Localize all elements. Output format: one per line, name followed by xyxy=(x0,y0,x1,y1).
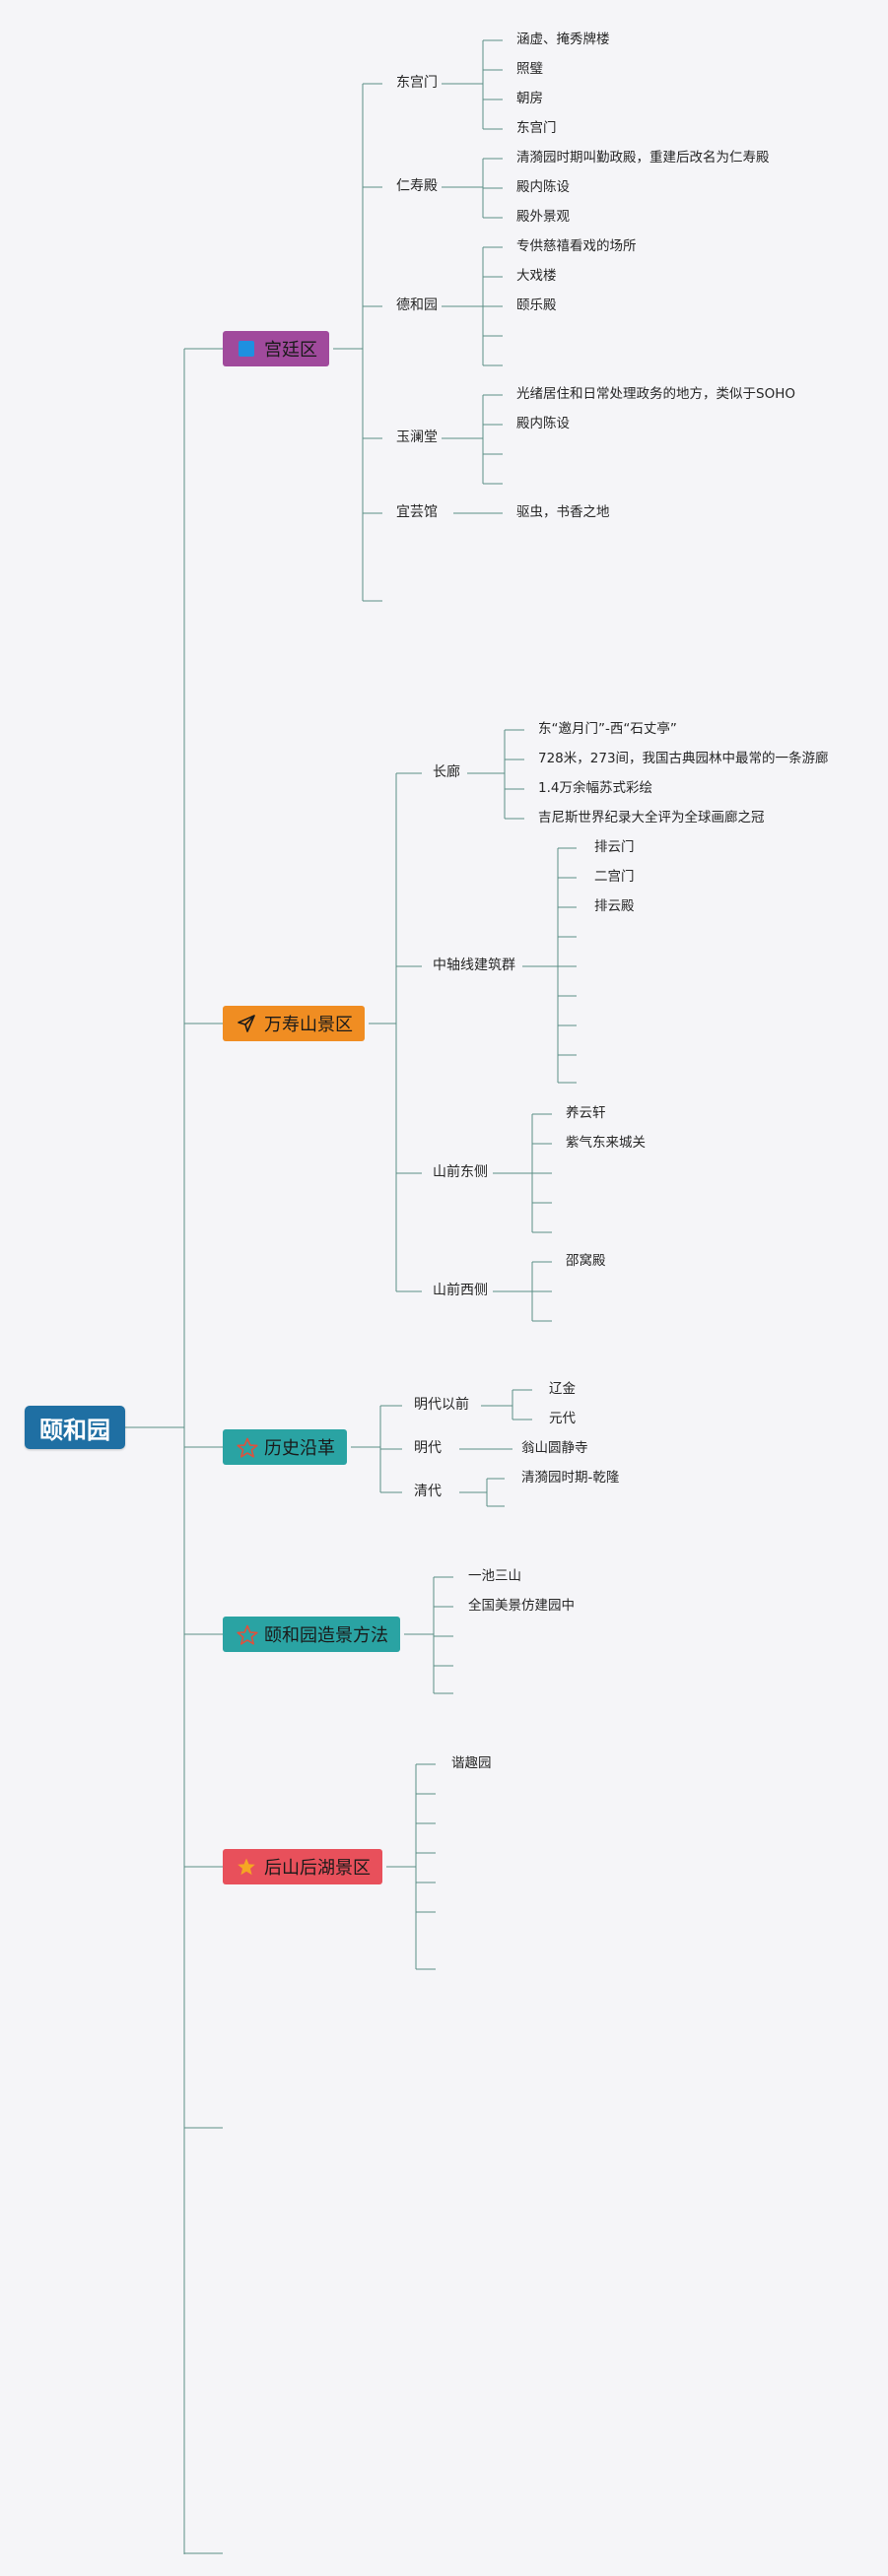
node-long-corridor[interactable]: 长廊 xyxy=(433,764,460,780)
category-back-hill-lake[interactable]: 后山后湖景区 xyxy=(223,1849,382,1884)
leaf[interactable]: 翁山圆静寺 xyxy=(521,1440,588,1456)
leaf[interactable]: 殿内陈设 xyxy=(516,416,570,431)
category-label: 宫廷区 xyxy=(264,340,317,361)
leaf[interactable]: 1.4万余幅苏式彩绘 xyxy=(538,780,652,796)
leaf[interactable]: 全国美景仿建园中 xyxy=(468,1598,575,1614)
node-renshou-hall[interactable]: 仁寿殿 xyxy=(396,178,438,194)
star-icon xyxy=(237,1857,256,1877)
leaf[interactable]: 专供慈禧看戏的场所 xyxy=(516,238,637,254)
node-qing-dynasty[interactable]: 清代 xyxy=(414,1484,442,1499)
leaf[interactable]: 谐趣园 xyxy=(451,1755,492,1771)
leaf[interactable]: 涵虚、掩秀牌楼 xyxy=(516,32,610,47)
leaf[interactable]: 吉尼斯世界纪录大全评为全球画廊之冠 xyxy=(538,810,765,826)
leaf[interactable]: 养云轩 xyxy=(566,1105,606,1121)
star-outline-icon xyxy=(237,1437,258,1458)
leaf[interactable]: 元代 xyxy=(549,1411,576,1426)
root-node[interactable]: 颐和园 xyxy=(25,1406,125,1449)
node-central-axis[interactable]: 中轴线建筑群 xyxy=(433,958,515,973)
leaf[interactable]: 朝房 xyxy=(516,91,543,106)
node-front-hill-east[interactable]: 山前东侧 xyxy=(433,1164,488,1180)
node-dehe-garden[interactable]: 德和园 xyxy=(396,297,438,313)
leaf[interactable]: 邵窝殿 xyxy=(566,1253,606,1269)
leaf[interactable]: 驱虫，书香之地 xyxy=(516,504,610,520)
node-yiyun-house[interactable]: 宜芸馆 xyxy=(396,504,438,520)
leaf[interactable]: 殿内陈设 xyxy=(516,179,570,195)
leaf[interactable]: 紫气东来城关 xyxy=(566,1135,646,1151)
leaf[interactable]: 颐乐殿 xyxy=(516,297,557,313)
leaf[interactable]: 光绪居住和日常处理政务的地方，类似于SOHO xyxy=(516,386,795,402)
category-history[interactable]: 历史沿革 xyxy=(223,1429,347,1465)
leaf[interactable]: 辽金 xyxy=(549,1381,576,1397)
category-longevity-hill[interactable]: 万寿山景区 xyxy=(223,1006,365,1041)
node-before-ming[interactable]: 明代以前 xyxy=(414,1397,469,1413)
leaf[interactable]: 排云门 xyxy=(594,839,635,855)
category-landscape-method[interactable]: 颐和园造景方法 xyxy=(223,1617,400,1652)
star-outline-icon xyxy=(237,1624,258,1645)
category-palace-area[interactable]: 宫廷区 xyxy=(223,331,329,366)
category-label: 万寿山景区 xyxy=(264,1015,353,1035)
leaf[interactable]: 清漪园时期-乾隆 xyxy=(521,1470,620,1486)
leaf[interactable]: 照璧 xyxy=(516,61,543,77)
leaf[interactable]: 东“邀月门”-西“石丈亭” xyxy=(538,721,677,737)
leaf[interactable]: 一池三山 xyxy=(468,1568,521,1584)
leaf[interactable]: 清漪园时期叫勤政殿，重建后改名为仁寿殿 xyxy=(516,150,770,165)
category-label: 历史沿革 xyxy=(264,1438,335,1459)
leaf[interactable]: 殿外景观 xyxy=(516,209,570,225)
node-front-hill-west[interactable]: 山前西侧 xyxy=(433,1283,488,1298)
leaf[interactable]: 728米，273间，我国古典园林中最常的一条游廊 xyxy=(538,751,829,766)
leaf[interactable]: 二宫门 xyxy=(594,869,635,885)
leaf[interactable]: 大戏楼 xyxy=(516,268,557,284)
blue-square-icon xyxy=(237,339,256,359)
category-label: 颐和园造景方法 xyxy=(264,1625,388,1646)
leaf[interactable]: 东宫门 xyxy=(516,120,557,136)
node-yulan-hall[interactable]: 玉澜堂 xyxy=(396,429,438,445)
node-ming-dynasty[interactable]: 明代 xyxy=(414,1440,442,1456)
leaf[interactable]: 排云殿 xyxy=(594,898,635,914)
node-east-palace-gate[interactable]: 东宫门 xyxy=(396,75,438,91)
paper-plane-icon xyxy=(237,1014,256,1033)
category-label: 后山后湖景区 xyxy=(264,1858,371,1879)
